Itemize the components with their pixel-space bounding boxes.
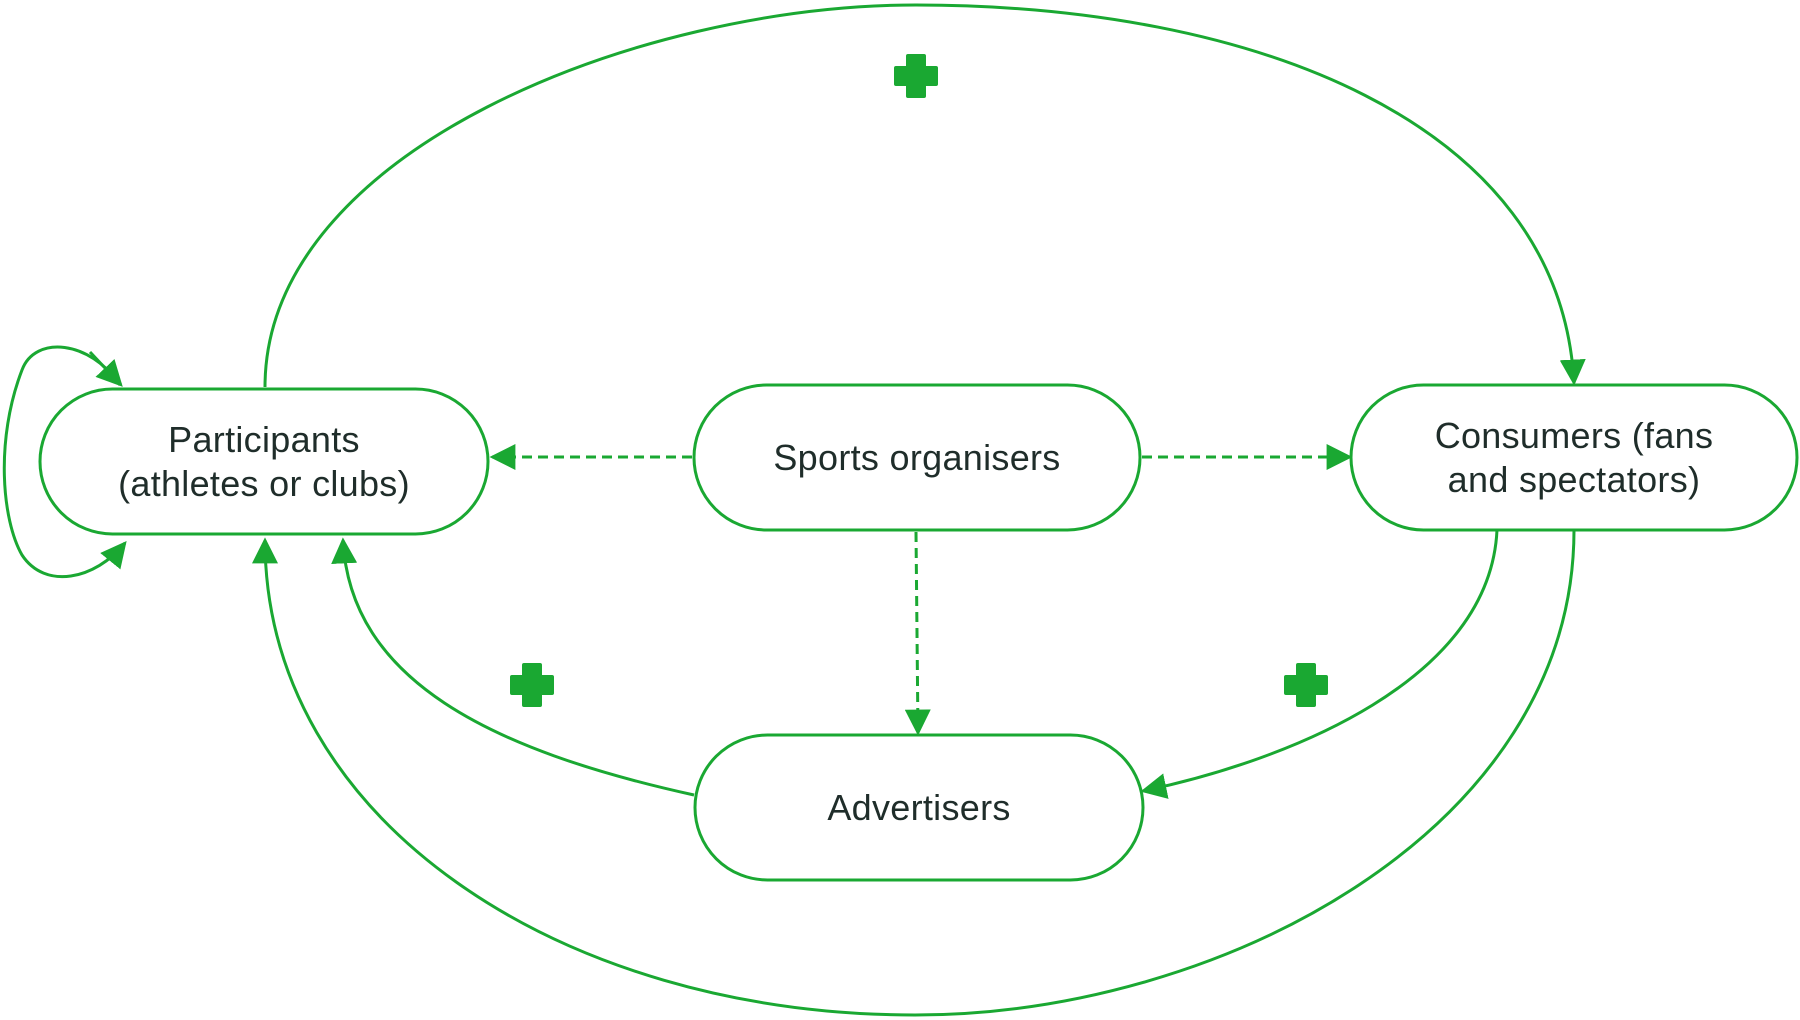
node-participants-label-line2: (athletes or clubs) [118,463,410,504]
edge-consumers-to-participants [252,529,1576,1017]
edge-participants-to-consumers [263,3,1586,388]
edge-organisers-to-advertisers [904,531,931,736]
node-consumers-label-line1: Consumers (fans [1435,415,1714,456]
edge-consumers-to-advertisers [1140,529,1499,799]
node-advertisers: Advertisers [693,733,1145,882]
plus-icon [1284,663,1328,707]
plus-icon [894,54,938,98]
node-consumers: Consumers (fans and spectators) [1349,383,1799,532]
node-advertisers-label: Advertisers [827,787,1010,828]
edge-participants-self-loop [2,345,127,579]
node-participants: Participants (athletes or clubs) [38,387,490,536]
node-consumers-label-line2: and spectators) [1448,459,1701,500]
plus-icon [510,663,554,707]
node-sports-organisers: Sports organisers [692,383,1142,532]
edge-advertisers-to-participants [331,537,695,797]
node-sports-organisers-label: Sports organisers [773,437,1060,478]
edge-participants-self-loop-start-arrow [88,350,123,387]
node-participants-label-line1: Participants [168,419,360,460]
